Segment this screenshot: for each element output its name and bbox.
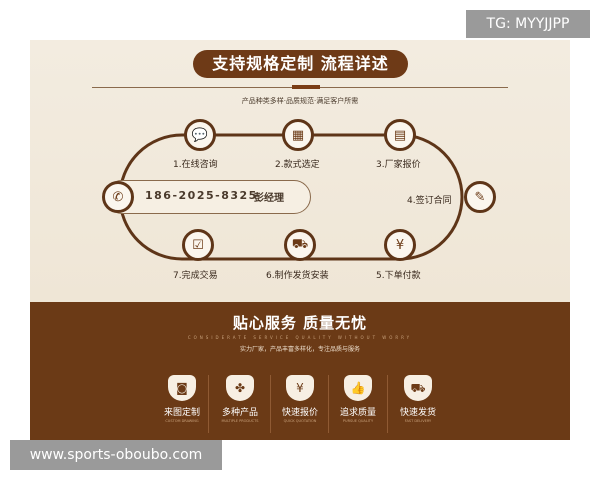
service-title: 贴心服务 质量无忧 bbox=[232, 314, 368, 332]
process-track bbox=[118, 133, 464, 261]
divider bbox=[270, 375, 271, 433]
step-3-label: 3.厂家报价 bbox=[376, 160, 421, 170]
divider bbox=[208, 375, 209, 433]
divider bbox=[387, 375, 388, 433]
thumbs-up-icon: 👍 bbox=[344, 375, 372, 401]
phone-icon[interactable]: ✆ bbox=[102, 181, 134, 213]
quote-document-icon: ▤ bbox=[384, 119, 416, 151]
poster: 支持规格定制 流程详述 产品种类多样·品质规范·满足客户所需 ✆ 186-202… bbox=[30, 40, 570, 440]
service-section bbox=[30, 302, 570, 440]
feature-label: 快速报价 bbox=[281, 408, 318, 418]
feature-label: 多种产品 bbox=[221, 408, 258, 418]
feature-label: 追求质量 bbox=[339, 408, 376, 418]
step-2-label: 2.款式选定 bbox=[275, 160, 320, 170]
truck-icon: ⛟ bbox=[404, 375, 432, 401]
feature-quick-quotation: ¥ 快速报价 QUICK QUOTATION bbox=[265, 375, 335, 423]
subtitle: 产品种类多样·品质规范·满足客户所需 bbox=[241, 97, 359, 105]
feature-pursue-quality: 👍 追求质量 PURSUE QUALITY bbox=[323, 375, 393, 423]
page-title: 支持规格定制 流程详述 bbox=[193, 50, 408, 78]
phone-number[interactable]: 186-2025-8325 bbox=[145, 189, 258, 202]
contact-pill[interactable] bbox=[105, 180, 311, 214]
feature-english: FAST DELIVERY bbox=[404, 419, 432, 423]
tg-watermark: TG: MYYJJPP bbox=[466, 10, 590, 38]
feature-english: MULTIPLE PRODUCTS bbox=[221, 419, 259, 423]
clipboard-check-icon: ☑ bbox=[182, 229, 214, 261]
site-watermark: www.sports-oboubo.com bbox=[10, 440, 222, 470]
feature-english: QUICK QUOTATION bbox=[283, 419, 317, 423]
manager-name: 彭经理 bbox=[254, 193, 284, 204]
truck-icon: ⛟ bbox=[284, 229, 316, 261]
grid-check-icon: ▦ bbox=[282, 119, 314, 151]
service-english: CONSIDERATE SERVICE QUALITY WITHOUT WORR… bbox=[187, 335, 413, 340]
divider bbox=[328, 375, 329, 433]
step-5-label: 5.下单付款 bbox=[376, 271, 421, 281]
feature-multiple-products: ✤ 多种产品 MULTIPLE PRODUCTS bbox=[205, 375, 275, 423]
service-subtitle: 实力厂家，产品丰富多样化，专注品质与服务 bbox=[239, 346, 360, 353]
feature-custom-drawing: ◙ 来图定制 CUSTOM DRAWING bbox=[147, 375, 217, 423]
feature-label: 快速发货 bbox=[399, 408, 436, 418]
step-7-label: 7.完成交易 bbox=[173, 271, 218, 281]
chat-icon: 💬 bbox=[184, 119, 216, 151]
feature-english: PURSUE QUALITY bbox=[342, 419, 374, 423]
feature-english: CUSTOM DRAWING bbox=[165, 419, 199, 423]
feature-fast-delivery: ⛟ 快速发货 FAST DELIVERY bbox=[383, 375, 453, 423]
contract-icon: ✎ bbox=[464, 181, 496, 213]
step-1-label: 1.在线咨询 bbox=[173, 160, 218, 170]
step-4-label: 4.签订合同 bbox=[407, 196, 452, 206]
price-tag-icon: ¥ bbox=[286, 375, 314, 401]
feature-label: 来图定制 bbox=[163, 408, 200, 418]
payment-icon: ¥ bbox=[384, 229, 416, 261]
camera-icon: ◙ bbox=[168, 375, 196, 401]
divider-accent bbox=[292, 85, 320, 89]
step-6-label: 6.制作发货安装 bbox=[266, 271, 329, 281]
clover-icon: ✤ bbox=[226, 375, 254, 401]
